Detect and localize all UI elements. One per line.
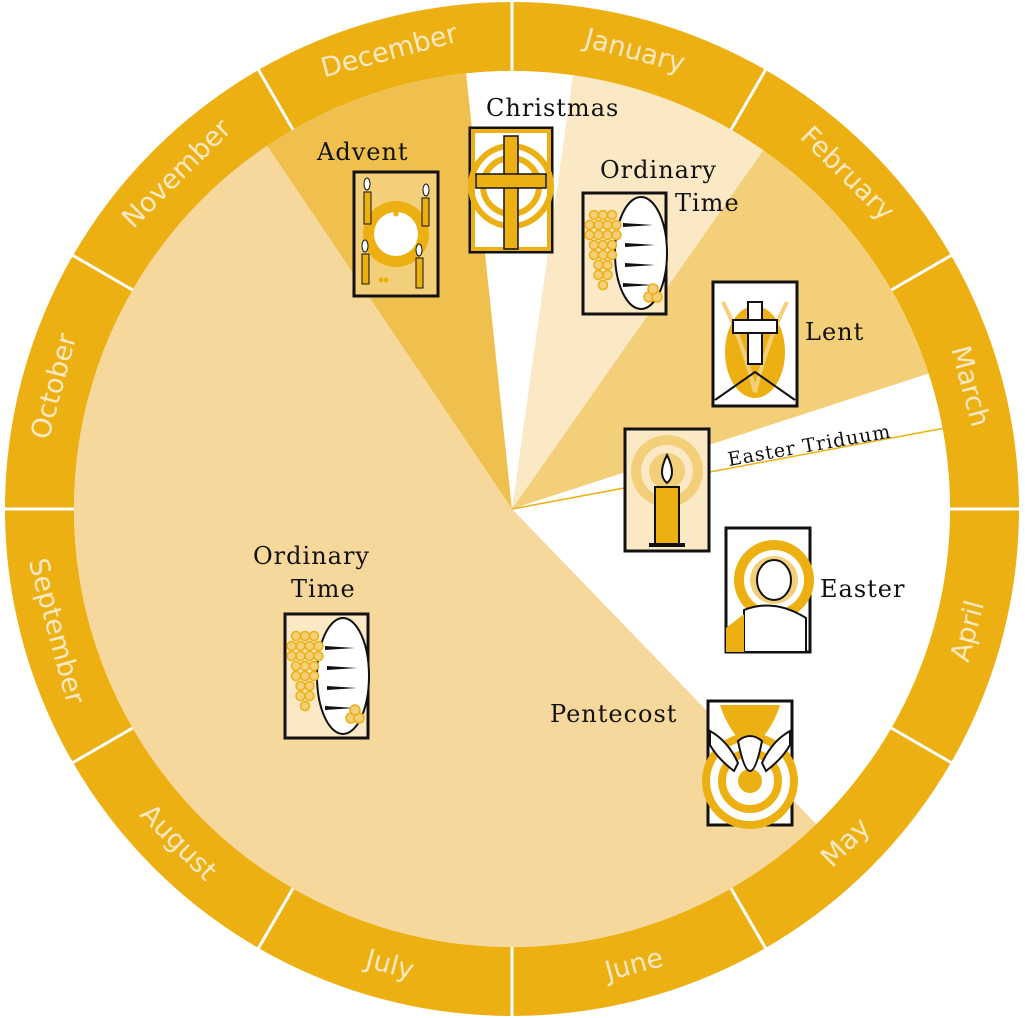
grape-icon <box>588 209 600 221</box>
grape-icon <box>308 670 320 682</box>
bread-and-grapes-icon <box>283 612 370 740</box>
grape-icon <box>584 229 595 241</box>
grape-icon <box>593 229 604 241</box>
grape-icon <box>304 680 315 692</box>
grape-icon <box>295 650 306 662</box>
grape-icon <box>299 630 311 642</box>
grape-icon <box>290 660 302 672</box>
grape-icon <box>299 670 311 682</box>
grape-icon <box>611 229 622 241</box>
grape-icon <box>588 239 600 251</box>
grape-icon <box>290 630 302 642</box>
grape-icon <box>313 650 324 662</box>
grape-icon <box>593 219 604 231</box>
grape-icon <box>597 249 609 261</box>
easter-triduum-wedge <box>512 373 944 509</box>
cross-icon <box>468 126 554 254</box>
grape-icon <box>295 690 306 702</box>
ordinary-time-early-label-line1: Ordinary <box>600 156 717 184</box>
ordinary-time-late-label-line2: Time <box>291 575 356 603</box>
month-separator <box>256 68 295 131</box>
grape-icon <box>286 640 297 652</box>
christmas-label: Christmas <box>486 94 619 122</box>
grape-icon <box>647 283 659 295</box>
grape-icon <box>593 259 604 271</box>
month-separators <box>4 1 1020 1017</box>
month-separator <box>71 726 134 765</box>
grape-icon <box>349 704 361 716</box>
grape-icon <box>299 660 311 672</box>
palm-cross-icon <box>711 280 799 408</box>
advent-label: Advent <box>316 138 409 166</box>
pentecost-label: Pentecost <box>550 700 677 728</box>
grape-icon <box>602 219 613 231</box>
grape-icon <box>308 630 320 642</box>
lent-label: Lent <box>805 318 864 346</box>
grape-icon <box>308 660 320 672</box>
ordinary-time-late-label-line1: Ordinary <box>253 542 370 570</box>
month-separator <box>729 68 768 131</box>
ordinary-time-late-wedge <box>73 145 817 948</box>
grape-icon <box>588 249 600 261</box>
grape-icon <box>602 259 613 271</box>
bread-and-grapes-icon <box>581 191 668 316</box>
month-separator <box>890 726 953 765</box>
grape-icon <box>597 209 609 221</box>
lamb-icon <box>724 526 814 654</box>
grape-icon <box>597 239 609 251</box>
grape-icon <box>611 219 622 231</box>
month-separator <box>256 887 295 950</box>
paschal-candle-icon <box>623 427 711 553</box>
month-separator <box>890 253 953 292</box>
grape-icon <box>313 640 324 652</box>
grape-icon <box>602 269 613 281</box>
month-separator <box>729 887 768 950</box>
dove-hands-icon <box>702 699 798 829</box>
grape-icon <box>290 670 302 682</box>
grape-icon <box>597 279 609 291</box>
grape-icon <box>606 249 618 261</box>
grape-icon <box>602 229 613 241</box>
grape-icon <box>584 219 595 231</box>
grape-icon <box>295 680 306 692</box>
ordinary-time-early-label-line2: Time <box>675 189 740 217</box>
easter-label: Easter <box>820 575 905 603</box>
grape-icon <box>304 640 315 652</box>
grape-icon <box>299 700 311 712</box>
advent-wreath-icon <box>352 170 440 298</box>
month-separator <box>71 253 134 292</box>
grape-icon <box>286 650 297 662</box>
grape-icon <box>606 239 618 251</box>
triduum-divider <box>511 427 946 510</box>
grape-icon <box>606 209 618 221</box>
grape-icon <box>304 690 315 702</box>
grape-icon <box>295 640 306 652</box>
grape-icon <box>593 269 604 281</box>
grape-icon <box>304 650 315 662</box>
